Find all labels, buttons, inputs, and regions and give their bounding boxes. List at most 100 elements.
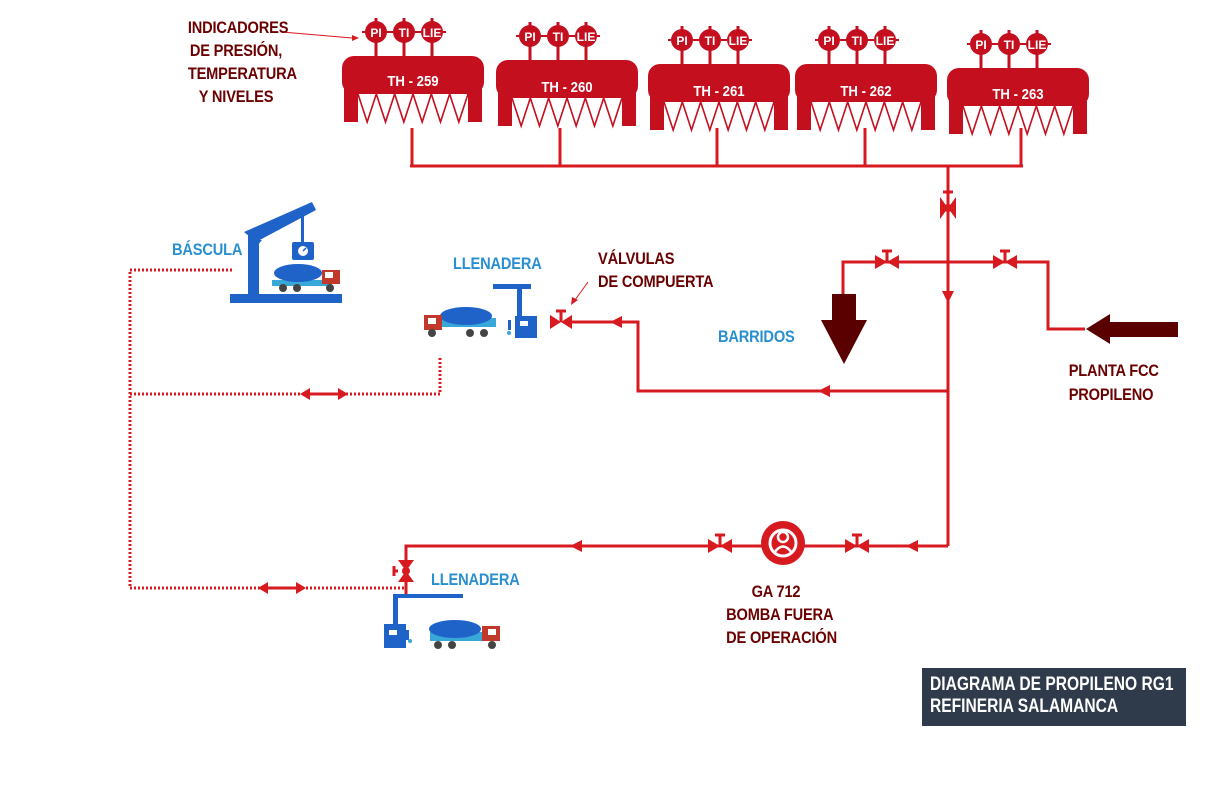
indicators-label-line: DE PRESIÓN, xyxy=(189,41,283,60)
instrument-pi-icon[interactable] xyxy=(818,29,840,51)
crane-cable xyxy=(301,207,304,245)
dotted-signal-line xyxy=(128,268,406,590)
double-arrow-icon xyxy=(300,388,348,400)
loading-station-top[interactable] xyxy=(424,284,537,338)
arrow-left-icon xyxy=(610,316,622,328)
tanker-truck-icon xyxy=(429,620,500,649)
flow-arrows xyxy=(570,291,954,552)
tank-leg xyxy=(344,86,358,122)
llenadera-top-label: LLENADERA xyxy=(453,254,542,273)
instrument-label: PI xyxy=(370,26,381,40)
tank-body xyxy=(795,64,937,102)
instrument-pi-icon[interactable] xyxy=(970,33,992,55)
tank-leg xyxy=(1073,98,1087,134)
tank-label: TH - 260 xyxy=(541,78,592,95)
planta-label-line: PROPILENO xyxy=(1068,385,1154,404)
scale-platform xyxy=(230,294,342,303)
instrument-ti-icon[interactable] xyxy=(998,33,1020,55)
crane-arm xyxy=(244,202,316,242)
dispenser-icon xyxy=(384,624,406,648)
tank-hopper xyxy=(962,103,1074,137)
instrument-pi-icon[interactable] xyxy=(365,21,387,43)
loading-station-bottom[interactable] xyxy=(384,594,500,649)
gate-valve-icon[interactable] xyxy=(550,309,572,329)
instrument-lie-icon[interactable] xyxy=(421,21,443,43)
tank-hopper xyxy=(511,95,623,129)
fcc-inlet-arrow-icon xyxy=(1086,314,1178,344)
instrument-ti-icon[interactable] xyxy=(393,21,415,43)
instrument-label: LIE xyxy=(577,30,596,44)
indicators-label-line: TEMPERATURA xyxy=(187,64,297,83)
tank-th260[interactable]: TH - 260 PI TI LIE xyxy=(496,22,638,129)
gate-valve-icon[interactable] xyxy=(940,190,956,219)
tanker-truck-icon xyxy=(424,307,496,337)
instrument-lie-icon[interactable] xyxy=(874,29,896,51)
instrument-label: TI xyxy=(705,34,716,48)
indicators-label-line: Y NIVELES xyxy=(198,87,274,106)
tank-label: TH - 262 xyxy=(840,82,891,99)
pump-label-line: BOMBA FUERA xyxy=(726,605,834,624)
arrow-left-icon xyxy=(818,385,830,397)
dotted-signal-line xyxy=(130,358,442,396)
gate-valve-icon[interactable] xyxy=(875,249,899,269)
diagram-subtitle: REFINERIA SALAMANCA xyxy=(930,696,1119,717)
tank-body xyxy=(947,68,1089,106)
instrument-label: TI xyxy=(1004,38,1015,52)
tank-hopper xyxy=(810,99,922,133)
tank-body xyxy=(648,64,790,102)
instrument-label: TI xyxy=(553,30,564,44)
arrow-left-icon xyxy=(570,540,582,552)
tank-body xyxy=(496,60,638,98)
weighbridge-link xyxy=(128,268,442,590)
valvulas-label-line: VÁLVULAS xyxy=(598,249,675,268)
tank-body xyxy=(342,56,484,94)
barridos-label: BARRIDOS xyxy=(718,327,795,346)
gate-valve-icon[interactable] xyxy=(392,560,414,582)
instrument-ti-icon[interactable] xyxy=(699,29,721,51)
instrument-ti-icon[interactable] xyxy=(547,25,569,47)
gate-valve-icon[interactable] xyxy=(708,533,732,553)
instrument-label: PI xyxy=(524,30,535,44)
dispenser-icon xyxy=(515,316,537,338)
weighbridge-equipment[interactable] xyxy=(230,202,342,303)
tank-leg xyxy=(650,94,664,130)
instrument-pi-icon[interactable] xyxy=(519,25,541,47)
pointer-arrow-icon xyxy=(352,35,359,41)
instrument-lie-icon[interactable] xyxy=(575,25,597,47)
tank-label: TH - 259 xyxy=(387,72,438,89)
gate-valve-icon[interactable] xyxy=(993,249,1017,269)
tank-leg xyxy=(921,94,935,130)
gate-valve-icon[interactable] xyxy=(845,533,869,553)
double-arrows xyxy=(258,388,348,594)
title-box xyxy=(922,668,1186,726)
instrument-label: LIE xyxy=(1028,38,1047,52)
tank-leg xyxy=(797,94,811,130)
valves xyxy=(392,190,1017,582)
pump-ga712[interactable] xyxy=(761,521,805,565)
instrument-ti-icon[interactable] xyxy=(846,29,868,51)
instrument-label: TI xyxy=(399,26,410,40)
arrow-down-icon xyxy=(942,291,954,303)
valve-pointer-line xyxy=(574,281,589,301)
instrument-label: PI xyxy=(676,34,687,48)
instrument-pi-icon[interactable] xyxy=(671,29,693,51)
planta-label-line: PLANTA FCC xyxy=(1068,361,1159,380)
pointer-arrow-icon xyxy=(571,297,578,305)
instrument-label: PI xyxy=(823,34,834,48)
valvulas-label: VÁLVULAS DE COMPUERTA xyxy=(598,247,714,293)
tank-leg xyxy=(949,98,963,134)
instrument-lie-icon[interactable] xyxy=(1026,33,1048,55)
tank-leg xyxy=(774,94,788,130)
tank-label: TH - 261 xyxy=(693,82,744,99)
planta-fcc-label: PLANTA FCC PROPILENO xyxy=(1068,359,1159,407)
instrument-lie-icon[interactable] xyxy=(727,29,749,51)
barridos-pipe xyxy=(568,320,948,393)
diagram-title: DIAGRAMA DE PROPILENO RG1 xyxy=(930,674,1174,695)
fcc-feed-pipe xyxy=(841,260,1085,331)
